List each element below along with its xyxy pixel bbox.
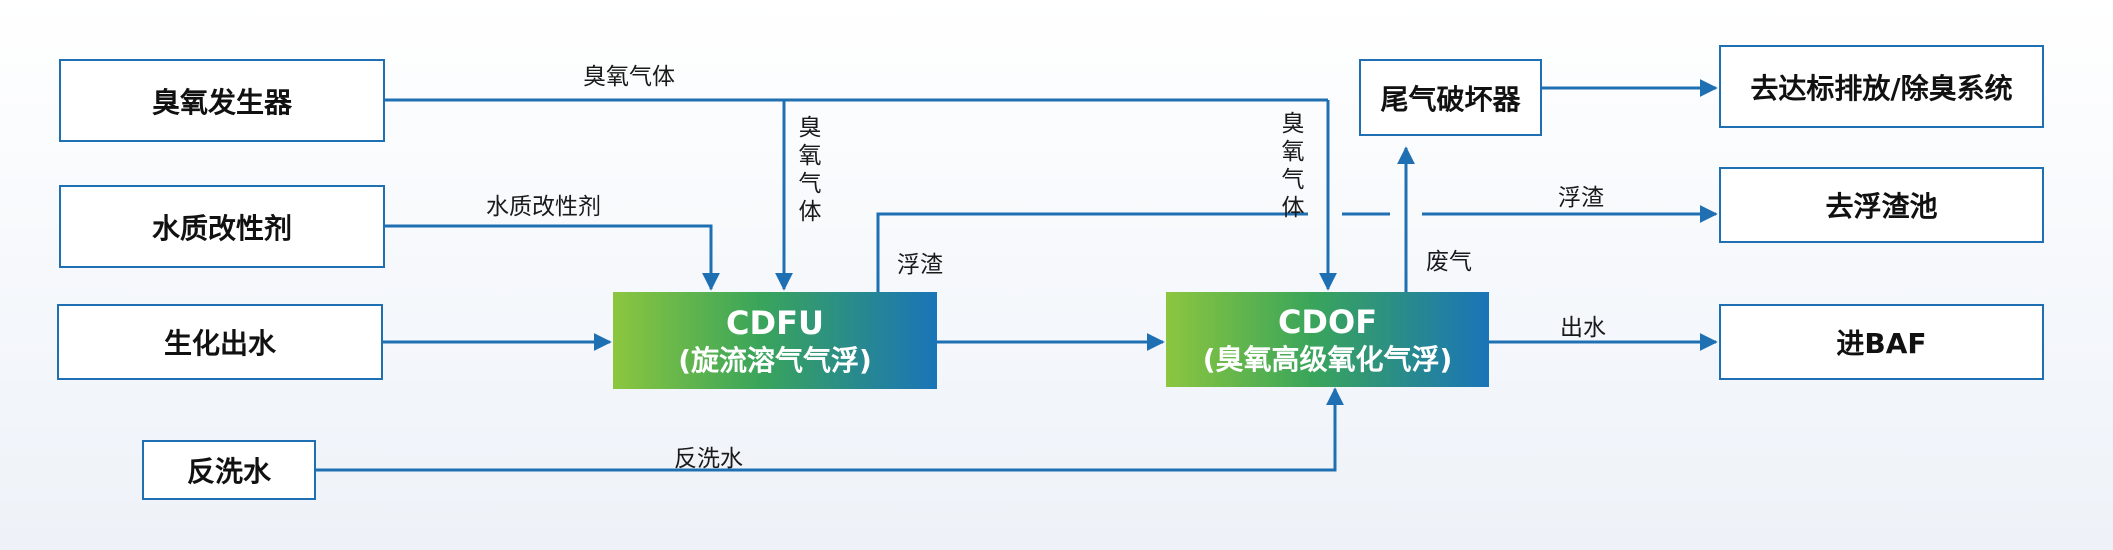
label-ozone-gas-vertical-2: 臭氧气体 [1281, 111, 1305, 221]
cdof-subtitle: (臭氧高级氧化气浮) [1202, 342, 1453, 376]
label-waste-gas: 废气 [1426, 249, 1472, 275]
cdfu-subtitle: (旋流溶气气浮) [678, 343, 872, 377]
label-water-modifier: 水质改性剂 [486, 194, 601, 220]
bio-effluent-box: 生化出水 [57, 304, 383, 380]
to-baf-box: 进BAF [1719, 304, 2044, 380]
cdof-process-block: CDOF (臭氧高级氧化气浮) [1166, 292, 1489, 387]
backwash-water-box: 反洗水 [142, 440, 316, 500]
label-scum-out: 浮渣 [1558, 185, 1604, 211]
cdfu-title: CDFU [726, 303, 824, 342]
water-modifier-box: 水质改性剂 [59, 185, 385, 268]
tail-gas-destructor-box: 尾气破坏器 [1359, 59, 1542, 136]
label-backwash: 反洗水 [674, 446, 743, 472]
ozone-generator-box: 臭氧发生器 [59, 59, 385, 142]
scum-tank-box: 去浮渣池 [1719, 167, 2044, 243]
cdof-title: CDOF [1277, 302, 1378, 341]
label-ozone-gas-top: 臭氧气体 [583, 64, 675, 90]
label-ozone-gas-vertical-1: 臭氧气体 [798, 115, 822, 225]
line-modifier-to-cdfu [385, 224, 720, 291]
line-backwash-to-cdof [316, 387, 1344, 472]
label-outlet-water: 出水 [1560, 315, 1606, 341]
line-scum-cdfu [876, 212, 1308, 292]
discharge-box: 去达标排放/除臭系统 [1719, 45, 2044, 128]
cdfu-process-block: CDFU (旋流溶气气浮) [613, 292, 937, 389]
label-scum-cdfu: 浮渣 [897, 252, 943, 278]
